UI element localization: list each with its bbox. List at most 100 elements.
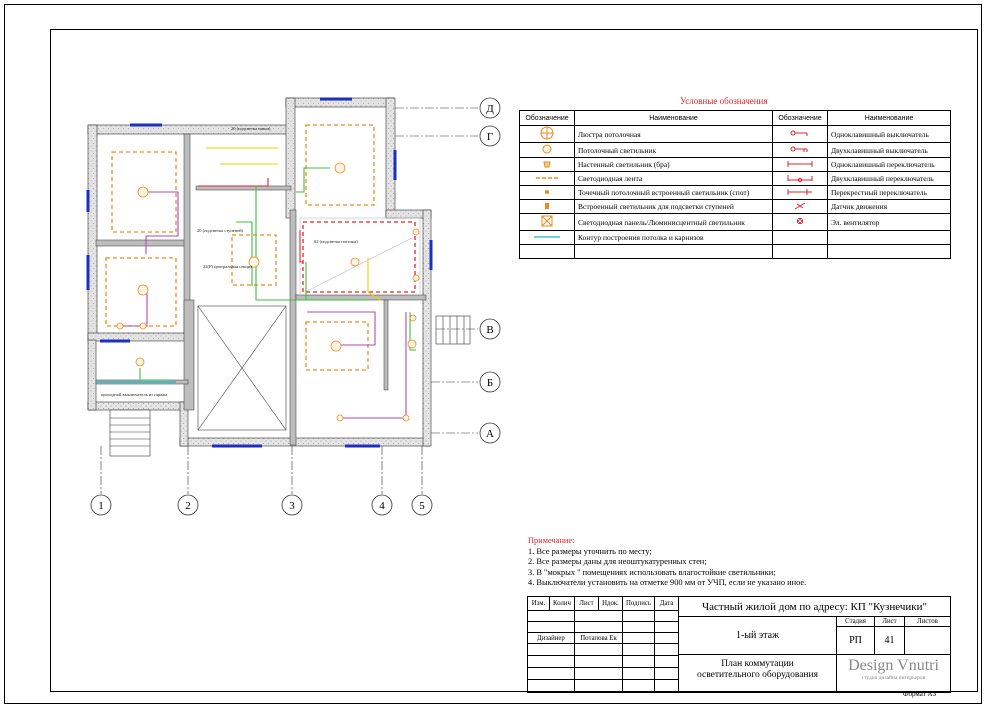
label-stair-light2: 62 (подсветка потолка) — [314, 239, 358, 244]
brand-logo: Design Vnutri — [848, 657, 939, 674]
legend-empty-cell — [574, 244, 773, 259]
legend-item: Перекрестный переключатель — [827, 185, 951, 200]
tb-cell — [623, 644, 655, 656]
title-block: Изм. Колич Лист Ндок. Подпись Дата Частн… — [527, 596, 951, 693]
step-light-icon — [519, 199, 575, 214]
axis-vertical-2-circle — [177, 494, 199, 516]
ceiling-light-icon — [519, 142, 575, 158]
tb-cell — [623, 633, 655, 644]
tb-stage: РП — [837, 627, 875, 655]
tb-sheet-title: План коммутации осветительного оборудова… — [679, 655, 837, 693]
format-label: Формат А3 — [903, 690, 937, 698]
tb-sheet-title-line2: осветительного оборудования — [697, 670, 818, 680]
tb-lists — [905, 627, 951, 655]
note-item: 4. Выключатели установить на отметке 900… — [528, 578, 807, 587]
legend-item: Одноклавишный переключатель — [827, 157, 951, 172]
legend-item: Двухклавишный выключатель — [827, 142, 951, 158]
legend-item: Настенный светильник (бра) — [574, 157, 773, 172]
ceiling-led-contours — [105, 124, 416, 371]
legend-row: Светодиодная лента Двухклавишный переклю… — [519, 171, 951, 186]
legend-col-symbol-2: Обозначение — [772, 110, 828, 126]
legend-header: Обозначение Наименование Обозначение Наи… — [519, 110, 951, 126]
legend-item: Одноклавишный выключатель — [827, 125, 951, 143]
tb-header-kol: Колич — [550, 597, 575, 611]
tb-floor: 1-ый этаж — [679, 617, 837, 655]
note-item: 3. В "мокрых " помещениях использовать в… — [528, 567, 776, 577]
notes-block: Примечание: 1. Все размеры уточнить по м… — [528, 536, 806, 589]
legend-table: Обозначение Наименование Обозначение Наи… — [519, 110, 951, 259]
legend-row: Светодиодная панель/Люминисцентный свети… — [519, 213, 951, 231]
single-switch-icon — [772, 125, 828, 143]
legend-col-name: Наименование — [574, 110, 773, 126]
tb-cell — [575, 622, 623, 633]
tb-cell — [655, 633, 679, 644]
axis-horizontal-А-circle — [479, 422, 501, 444]
label-stair-light: 20 (подсветка ступеней) — [197, 228, 244, 233]
cross-switch-icon — [772, 185, 828, 200]
ceiling-contour-icon — [519, 230, 575, 245]
tb-cell — [575, 668, 623, 680]
axis-vertical-1-circle — [90, 494, 112, 516]
tb-cell — [528, 656, 575, 668]
windows — [86, 97, 433, 448]
axis-horizontal-Б-label: Б — [487, 377, 493, 389]
tb-project: Частный жилой дом по адресу: КП "Кузнечи… — [679, 597, 951, 617]
axis-vertical-4-label: 4 — [379, 500, 385, 512]
tb-header-ndok: Ндок. — [599, 597, 623, 611]
axis-vertical-3-circle — [281, 494, 303, 516]
legend-item: Эл. вентилятор — [827, 213, 951, 231]
legend-col-name-2: Наименование — [827, 110, 951, 126]
legend-item: Контур построения потолка и карнизов — [574, 230, 773, 245]
legend-row: Люстра потолочная Одноклавишный выключат… — [519, 125, 951, 143]
sheet-outer-frame — [4, 4, 982, 704]
tb-cell — [623, 668, 655, 680]
wiring — [96, 147, 416, 419]
axis-vertical-5-label: 5 — [419, 500, 425, 512]
legend-col-symbol: Обозначение — [519, 110, 575, 126]
tb-cell — [528, 644, 575, 656]
tb-stage-label: Стадия — [837, 617, 875, 627]
axis-vertical-1-label: 1 — [98, 500, 104, 512]
entrance-steps — [109, 315, 471, 457]
tb-cell — [528, 611, 575, 622]
legend-empty-cell — [827, 244, 951, 259]
legend-row: Контур построения потолка и карнизов — [519, 230, 951, 245]
led-strip-icon — [519, 171, 575, 186]
legend-item: Встроенный светильник для подсветки ступ… — [574, 199, 773, 214]
axis-vertical-4-circle — [371, 494, 393, 516]
tb-cell — [655, 622, 679, 633]
tb-cell — [575, 656, 623, 668]
legend-item: Точечный потолочный встроенный светильни… — [574, 185, 773, 200]
axis-horizontal-А-label: А — [486, 428, 494, 440]
axis-horizontal-В-label: В — [486, 324, 493, 336]
tb-cell — [655, 668, 679, 680]
tb-sheet-title-line1: План коммутации — [721, 659, 794, 669]
legend-item: Датчик движения — [827, 199, 951, 214]
tb-lists-label: Листов — [905, 617, 951, 627]
tb-cell — [575, 680, 623, 693]
legend-item: Люстра потолочная — [574, 125, 773, 143]
axis-vertical-5-circle — [411, 494, 433, 516]
light-fixtures — [116, 162, 420, 422]
motion-sensor-icon — [772, 199, 828, 214]
tb-person: Потапова Ек — [575, 633, 623, 644]
double-toggle-switch-icon — [772, 171, 828, 186]
note-item: 2. Все размеры даны для неоштукатуренных… — [528, 557, 707, 566]
legend-item: Светодиодная лента — [574, 171, 773, 186]
tb-list-label: Лист — [875, 617, 905, 627]
legend-item: Светодиодная панель/Люминисцентный свети… — [574, 213, 773, 231]
tb-cell — [623, 611, 655, 622]
tb-cell — [655, 644, 679, 656]
tb-cell — [623, 680, 655, 693]
legend-row: Встроенный светильник для подсветки ступ… — [519, 199, 951, 214]
axis-horizontal-Д-circle — [479, 97, 501, 119]
tb-header-izm: Изм. — [528, 597, 550, 611]
label-garage-switch: проходной выключатель из гаража — [101, 392, 167, 397]
notes-title: Примечание: — [528, 536, 575, 545]
fan-icon — [772, 213, 828, 231]
axis-horizontal-Б-circle — [479, 371, 501, 393]
sheet-inner-frame — [50, 29, 978, 692]
legend-empty-cell — [827, 230, 951, 245]
